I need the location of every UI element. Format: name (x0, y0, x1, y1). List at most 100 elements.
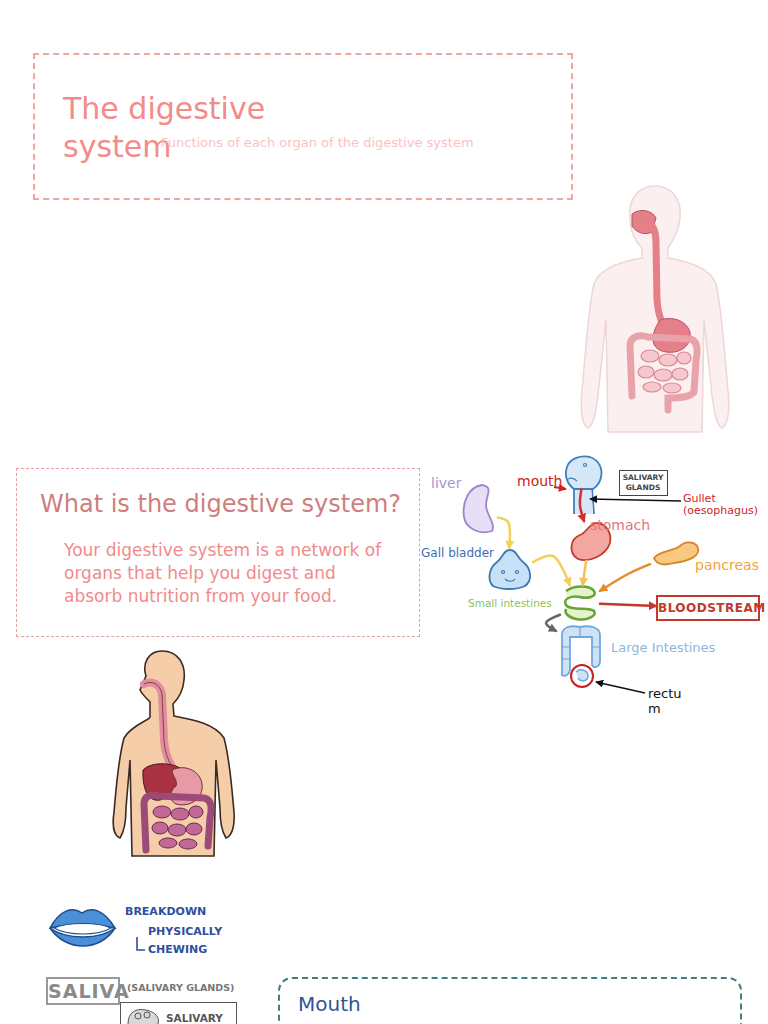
subtitle-text: Functions of each organ of the digestive… (161, 135, 474, 151)
coil (186, 823, 202, 835)
oesophagus-outline (144, 682, 176, 772)
organ-label: pancreas (695, 556, 759, 574)
liver-shape (143, 764, 180, 801)
coil (152, 822, 168, 834)
organ-label: liver (431, 474, 461, 492)
rectum-circle (571, 665, 593, 687)
body-illustration (581, 186, 729, 432)
organ-detail (568, 464, 587, 482)
coil (179, 839, 197, 849)
title-box: The digestive systemFunctions of each or… (33, 53, 573, 200)
bracket (137, 937, 145, 950)
box-label: SALIVA (48, 979, 118, 1003)
body-silhouette (581, 186, 729, 432)
flow-arrow (600, 604, 656, 606)
coil (654, 369, 672, 381)
head-figure: mouth (563, 455, 603, 489)
upper-lip (50, 910, 115, 928)
organ-shape (560, 585, 600, 621)
info-box: What is the digestive system? Your digest… (16, 468, 420, 637)
liver-organ: liver (460, 483, 498, 535)
section-heading: Mouth (298, 991, 361, 1017)
leader-line (596, 682, 645, 693)
box-label: SALIVARY GLANDS (620, 473, 666, 493)
leader-line (590, 499, 681, 501)
pancreas-organ: pancreas (650, 538, 700, 568)
organ-outline (490, 550, 531, 589)
small-intestine-coils (638, 350, 691, 393)
organ-label: Gall bladder (421, 546, 494, 561)
organ-label: stomach (590, 516, 650, 534)
organ-shape (556, 625, 606, 677)
salivary-box: SALIVARY (120, 1002, 237, 1024)
note-text: CHEWING (148, 943, 207, 957)
info-heading: What is the digestive system? (40, 489, 401, 519)
lips-icon (50, 910, 115, 946)
lower-lip (50, 928, 115, 946)
gland-lobe (144, 1012, 150, 1018)
mouth-cavity (632, 211, 656, 234)
note-text: (SALIVARY GLANDS) (127, 982, 234, 994)
part-label: rectum (648, 686, 688, 716)
coil (659, 354, 677, 366)
organ-detail (502, 571, 519, 582)
coil (641, 350, 659, 362)
coil (159, 838, 177, 848)
gland-lobe (135, 1013, 141, 1019)
coil (153, 806, 171, 818)
body-illustration (113, 651, 234, 856)
organ-outline (565, 587, 595, 620)
large-intestine-organ: Large Intestines (556, 625, 606, 677)
gall-bladder-organ: Gall bladder (487, 548, 533, 590)
gland-icon (128, 1010, 159, 1024)
saliva-box: SALIVA (46, 977, 120, 1005)
gland-shape (128, 1010, 159, 1024)
neck-fill (575, 488, 593, 514)
flow-arrow (533, 556, 570, 585)
organ-outline (464, 485, 493, 532)
coil (168, 824, 186, 836)
coil (663, 383, 681, 393)
note-text: BREAKDOWN PHYSICALLY (125, 902, 220, 942)
organ-label: Small intestines (468, 597, 552, 610)
rectum-end (576, 670, 588, 681)
organ-outline (566, 456, 602, 489)
organ-shape (460, 483, 498, 535)
part-label: Gullet (oesophagus) (683, 493, 763, 517)
organ-label: Large Intestines (611, 640, 715, 656)
salivary-glands-box: SALIVARY GLANDS (619, 470, 668, 496)
coil (189, 806, 203, 818)
flow-arrow (580, 489, 584, 521)
stomach-organ: stomach (566, 521, 612, 561)
large-intestine-shape (630, 336, 697, 410)
coil (638, 366, 654, 378)
coil (672, 368, 688, 380)
coil (677, 352, 691, 364)
info-body: Your digestive system is a network of or… (64, 539, 382, 608)
small-intestine-organ: Small intestines (560, 585, 600, 621)
oesophagus (144, 682, 176, 772)
organ-shape (563, 455, 603, 489)
title-text: The digestive system (63, 90, 323, 166)
coil (643, 382, 661, 392)
flow-arrow (546, 615, 560, 631)
organ-outline (654, 542, 698, 564)
coil (171, 808, 189, 820)
neck-outline (574, 488, 594, 514)
flow-arrow (498, 518, 510, 548)
organ-label: mouth (517, 472, 562, 490)
flow-arrow (600, 564, 650, 591)
mouth-section-box: Mouth (278, 977, 742, 1024)
box-label: BLOODSTREAM (658, 597, 758, 619)
organ-detail (562, 627, 600, 659)
organ-outline (562, 626, 600, 675)
teeth (54, 924, 111, 935)
flow-arrow (583, 561, 586, 585)
large-intestine-shape (144, 795, 211, 850)
stomach-shape (653, 319, 690, 353)
oesophagus (646, 222, 664, 326)
body-silhouette (113, 651, 234, 856)
small-intestine-coils (152, 806, 203, 849)
bloodstream-box: BLOODSTREAM (656, 595, 760, 621)
